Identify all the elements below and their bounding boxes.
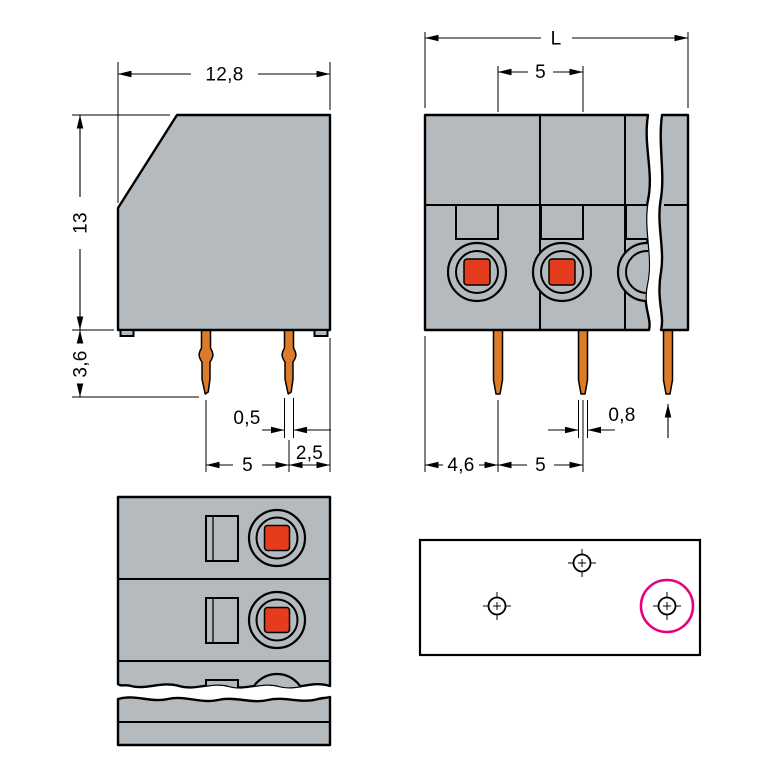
dim-label-total-length: L (551, 29, 562, 50)
front-solder-pin (662, 329, 674, 395)
side-foot-right (313, 329, 329, 337)
dim-label-width: 12,8 (205, 65, 243, 86)
dim-label-height: 13 (71, 212, 92, 234)
dimension-pin-thickness: 0,5 (233, 398, 331, 438)
dim-label-pin-thickness: 0,5 (233, 408, 260, 429)
wire-entry-slot (205, 679, 239, 688)
drill-hole-highlighted (639, 578, 695, 634)
dimension-pitch-top: 5 (497, 62, 584, 112)
clamp-opening-outer (247, 672, 307, 688)
dimension-total-length: L (424, 29, 689, 108)
front-housing-torn-piece (658, 113, 690, 332)
side-view: 12,8 13 3,6 0,5 (71, 62, 332, 476)
drill-hole (568, 549, 596, 577)
side-foot-left (119, 329, 135, 337)
dimension-bottom-chain: 4,6 5 (424, 336, 584, 476)
push-button (548, 258, 576, 286)
drill-hole (483, 592, 511, 620)
dimension-pin-width: 0,8 (548, 400, 635, 438)
dimension-pin-length: 3,6 (71, 330, 199, 398)
push-button (463, 258, 491, 286)
dim-label-pitch: 5 (242, 455, 253, 476)
push-button (263, 524, 291, 552)
dimension-height: 13 (71, 114, 170, 331)
front-solder-pin (492, 329, 504, 395)
dim-label-pin-width: 0,8 (608, 405, 635, 426)
dim-label-pitch-top: 5 (535, 62, 546, 83)
highlight-circle (639, 578, 695, 634)
wire-entry-slot (205, 597, 239, 644)
dim-label-first-pin-offset: 4,6 (447, 455, 474, 476)
front-features (425, 115, 650, 330)
dim-label-edge-offset: 2,5 (296, 443, 323, 464)
actuation-slot (625, 204, 650, 240)
pcb-outline (418, 538, 702, 657)
top-view (116, 495, 332, 747)
dim-label-pin-length: 3,6 (71, 350, 92, 377)
drilling-plan (418, 538, 702, 657)
actuation-slot (540, 204, 584, 240)
side-housing (116, 113, 332, 332)
dimension-width: 12,8 (117, 62, 331, 203)
actuation-slot (455, 204, 499, 240)
front-view: L 5 4,6 5 0,8 (423, 29, 690, 476)
side-solder-pin-right (281, 329, 297, 395)
wire-entry-slot (205, 515, 239, 562)
dimension-pitch-and-offset: 5 2,5 (205, 338, 331, 476)
side-solder-pin-left (198, 329, 214, 395)
dim-label-pitch-bottom: 5 (535, 455, 546, 476)
push-button (263, 606, 291, 634)
front-solder-pin (577, 329, 589, 395)
top-features (118, 508, 330, 688)
